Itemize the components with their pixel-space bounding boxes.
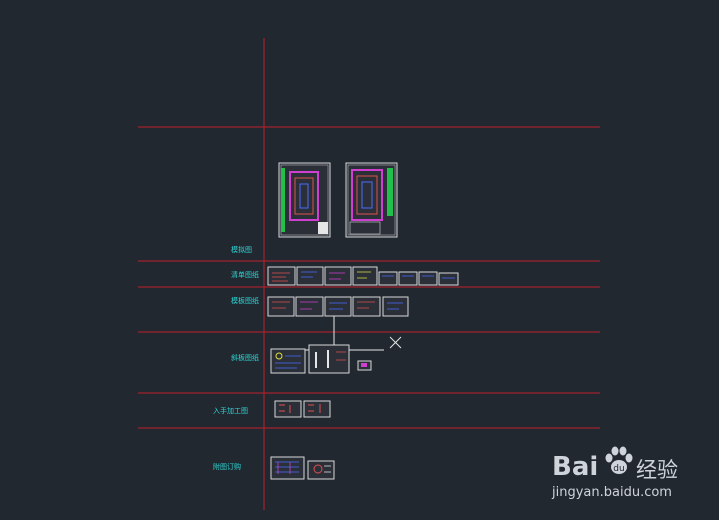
list-sheet-5[interactable]: [378, 271, 398, 286]
template-sheet-5[interactable]: [382, 296, 409, 317]
processing-sheet-2[interactable]: [303, 400, 331, 418]
template-sheet-3[interactable]: [324, 296, 352, 317]
floor-plan-sheet-2[interactable]: [345, 162, 398, 238]
list-sheets-row: [267, 266, 459, 286]
row-label-slab: 斜板图纸: [231, 354, 259, 362]
template-sheet-1[interactable]: [267, 296, 295, 317]
list-sheet-3[interactable]: [324, 266, 352, 286]
template-sheets-row: [267, 296, 409, 317]
order-sheets-row: [270, 456, 335, 480]
template-sheet-2[interactable]: [295, 296, 324, 317]
list-sheet-4[interactable]: [352, 266, 378, 286]
baidu-jingyan-watermark: Bai du 经验 jingyan.baidu.com: [550, 440, 710, 510]
processing-sheet-1[interactable]: [274, 400, 302, 418]
list-sheet-1[interactable]: [267, 266, 296, 286]
watermark-brand-right: 经验: [636, 458, 678, 482]
watermark-url: jingyan.baidu.com: [552, 485, 672, 500]
floor-plan-sheet-1[interactable]: [278, 162, 331, 238]
order-sheet-1[interactable]: [270, 456, 305, 480]
row-label-list: 清单图纸: [231, 271, 259, 279]
row-label-order: 附图订购: [213, 463, 241, 471]
watermark-brand-left: Bai: [552, 452, 599, 482]
svg-text:du: du: [613, 464, 624, 474]
row-label-processing: 入手加工图: [213, 407, 248, 415]
row-label-simulation: 模拟图: [231, 246, 252, 254]
list-sheet-6[interactable]: [398, 271, 418, 286]
list-sheet-2[interactable]: [296, 266, 324, 286]
paw-icon: du: [605, 446, 633, 474]
template-sheet-4[interactable]: [352, 296, 381, 317]
list-sheet-7[interactable]: [418, 271, 438, 286]
list-sheet-8[interactable]: [438, 272, 459, 286]
slab-sheets-row: [270, 344, 372, 374]
row-label-template: 模板图纸: [231, 297, 259, 305]
order-sheet-2[interactable]: [307, 460, 335, 480]
processing-sheets-row: [274, 400, 331, 418]
slab-sheet-1[interactable]: [270, 348, 306, 374]
